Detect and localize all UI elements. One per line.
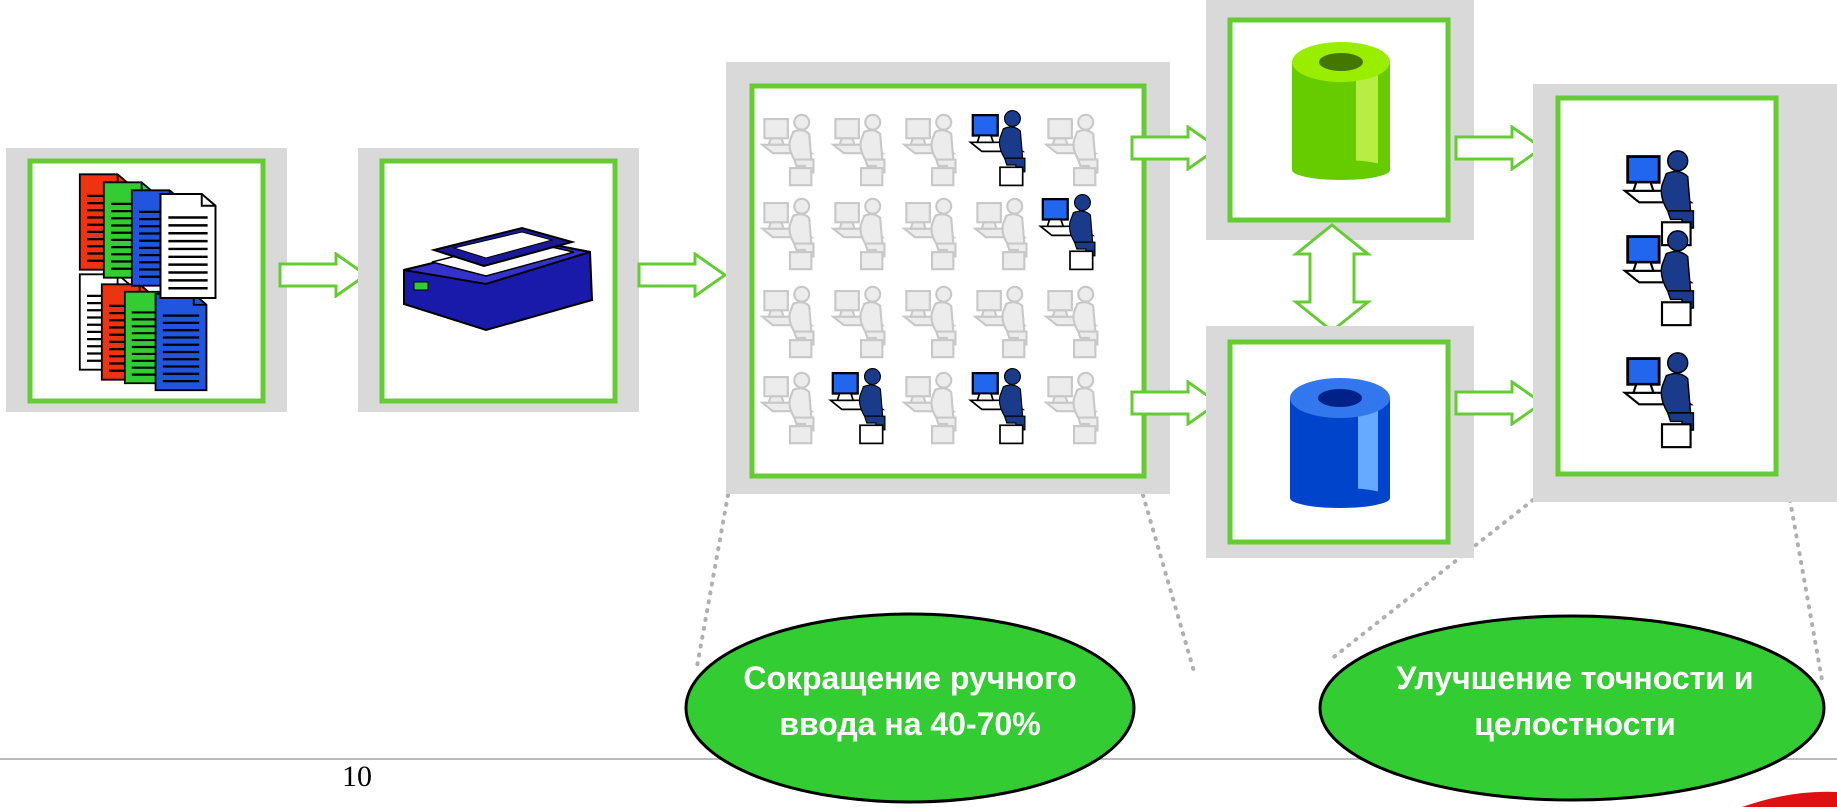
callout-accuracy: Улучшение точности и целостности — [1310, 655, 1837, 747]
arrow-right — [278, 252, 368, 298]
stage-operators — [726, 62, 1170, 494]
scanner-icon — [403, 226, 594, 332]
connector-line — [1788, 498, 1824, 682]
callout-manual-entry: Сокращение ручного ввода на 40-70% — [690, 655, 1130, 747]
database-icon — [1290, 378, 1390, 508]
stage-documents — [6, 148, 287, 412]
callout-line: ввода на 40-70% — [779, 706, 1041, 742]
stage-users — [1533, 84, 1837, 502]
callout-ellipse-accuracy — [1318, 614, 1826, 802]
stage-database-bottom — [1206, 326, 1474, 558]
callout-line: Сокращение ручного — [743, 660, 1077, 696]
database-icon — [1292, 42, 1390, 180]
documents-stack-icon — [78, 173, 217, 392]
arrow-right — [637, 252, 727, 298]
logo-mark — [1742, 791, 1837, 807]
connector-line — [1328, 498, 1535, 662]
connector-line — [694, 493, 730, 674]
callout-line: Улучшение точности и — [1396, 660, 1754, 696]
stage-database-top — [1206, 0, 1474, 240]
page-number: 10 — [342, 760, 372, 793]
connector-line — [1141, 493, 1197, 677]
stage-scanner — [358, 148, 639, 412]
callout-connectors — [694, 493, 1824, 682]
callout-ellipse-manual-entry — [684, 612, 1136, 804]
bidirectional-arrow — [1291, 223, 1373, 333]
callout-line: целостности — [1474, 706, 1676, 742]
